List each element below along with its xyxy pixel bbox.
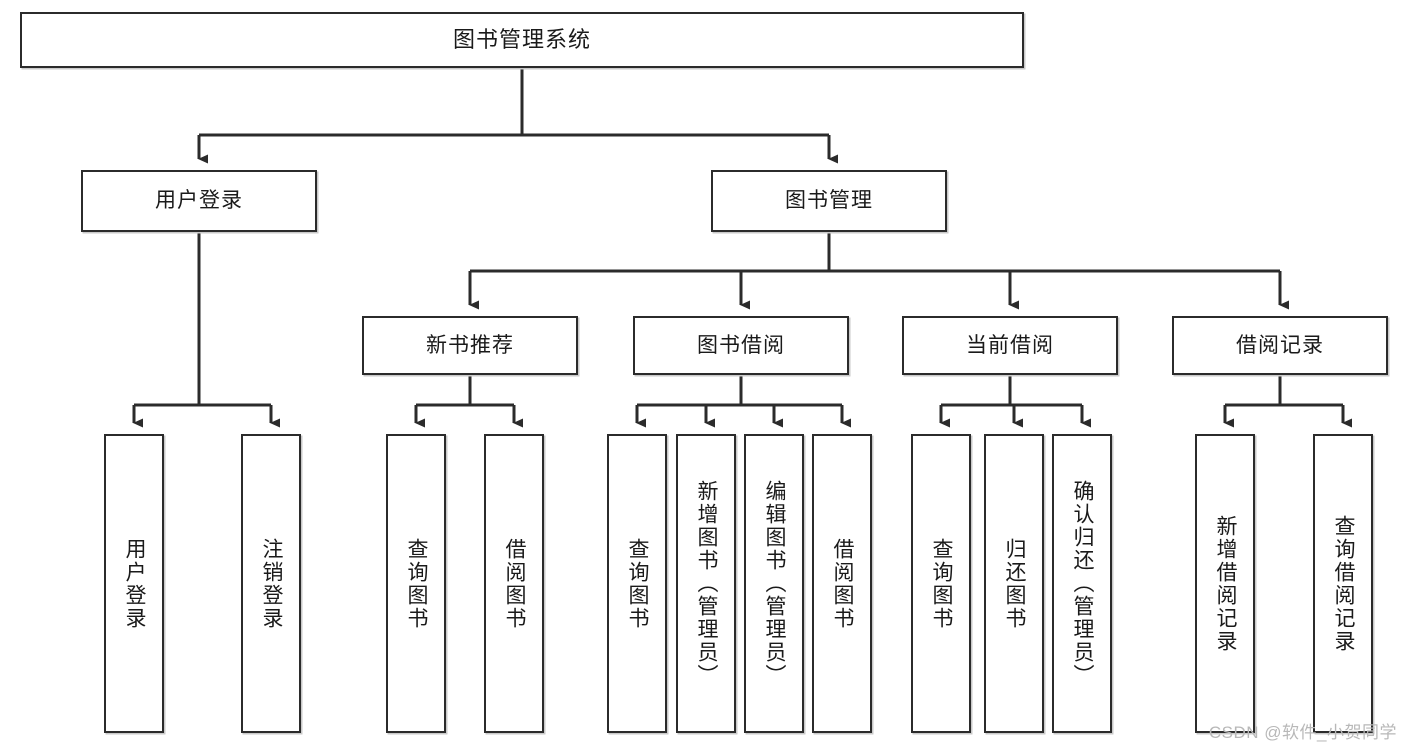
node-label: 查询图书 [930,537,953,630]
node-label: 新增图书（管理员） [695,480,718,687]
node-label: 新书推荐 [426,333,514,357]
node-label: 借阅图书 [831,537,854,630]
node-book_manage[interactable]: 图书管理 [711,170,947,232]
node-leaf_q_book_1[interactable]: 查询图书 [386,434,446,733]
node-leaf_borrow_2[interactable]: 借阅图书 [812,434,872,733]
node-label: 图书借阅 [697,333,785,357]
node-leaf_add_rec[interactable]: 新增借阅记录 [1195,434,1255,733]
node-leaf_return[interactable]: 归还图书 [984,434,1044,733]
node-label: 查询图书 [626,537,649,630]
node-label: 借阅图书 [503,537,526,630]
node-leaf_q_rec[interactable]: 查询借阅记录 [1313,434,1373,733]
node-leaf_user_login[interactable]: 用户登录 [104,434,164,733]
node-new_book_rec[interactable]: 新书推荐 [362,316,578,375]
node-leaf_q_book_3[interactable]: 查询图书 [911,434,971,733]
node-leaf_borrow_1[interactable]: 借阅图书 [484,434,544,733]
node-label: 编辑图书（管理员） [763,480,786,687]
node-root[interactable]: 图书管理系统 [20,12,1024,68]
node-label: 查询借阅记录 [1332,514,1355,653]
node-leaf_q_book_2[interactable]: 查询图书 [607,434,667,733]
node-user_login[interactable]: 用户登录 [81,170,317,232]
node-label: 归还图书 [1003,537,1026,630]
node-label: 用户登录 [155,189,243,213]
node-leaf_confirm[interactable]: 确认归还（管理员） [1052,434,1112,733]
node-label: 用户登录 [123,537,146,630]
node-label: 图书管理 [785,189,873,213]
node-borrow_record[interactable]: 借阅记录 [1172,316,1388,375]
node-label: 确认归还（管理员） [1071,480,1094,687]
node-leaf_add_book[interactable]: 新增图书（管理员） [676,434,736,733]
node-label: 图书管理系统 [452,26,591,52]
watermark: CSDN @软件_小贺同学 [1208,723,1397,742]
node-label: 查询图书 [405,537,428,630]
node-book_borrow[interactable]: 图书借阅 [633,316,849,375]
node-leaf_logout[interactable]: 注销登录 [241,434,301,733]
node-leaf_edit_book[interactable]: 编辑图书（管理员） [744,434,804,733]
node-label: 新增借阅记录 [1214,514,1237,653]
node-label: 注销登录 [260,537,283,630]
node-current_borrow[interactable]: 当前借阅 [902,316,1118,375]
node-label: 借阅记录 [1236,333,1324,357]
node-label: 当前借阅 [966,333,1054,357]
